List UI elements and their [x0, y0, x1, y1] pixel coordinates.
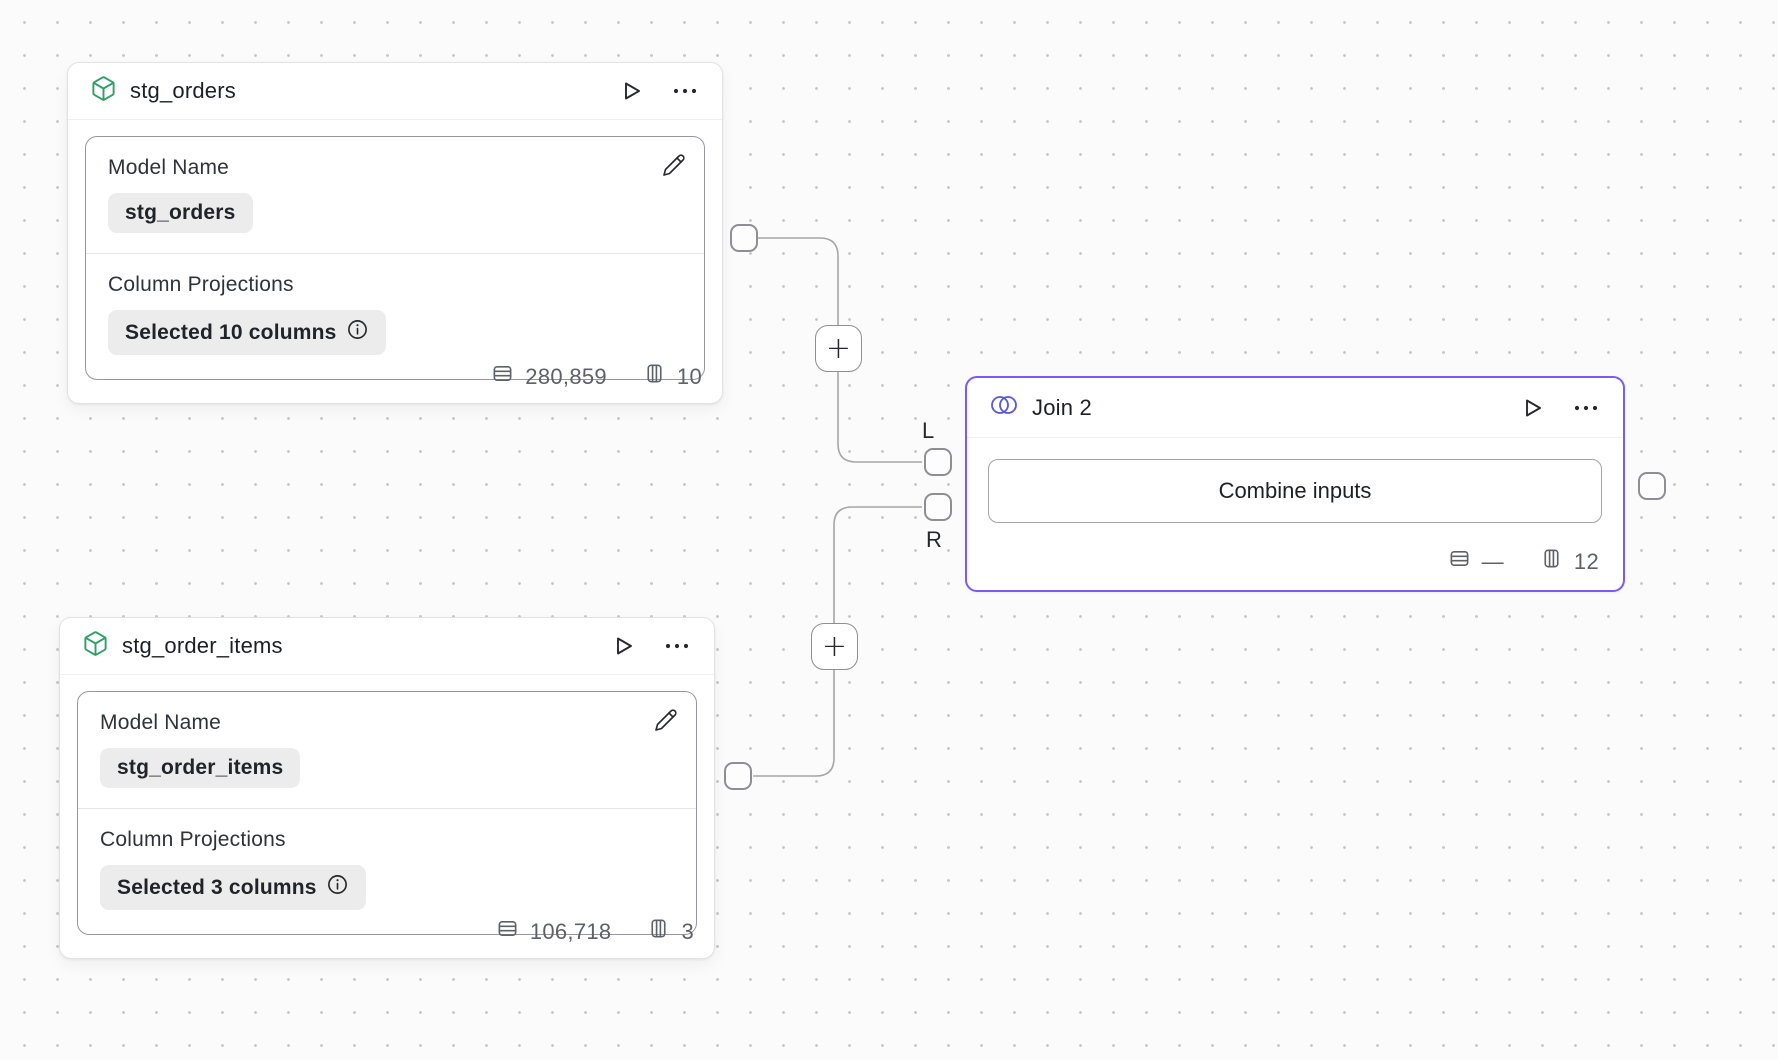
node-title: stg_orders — [130, 78, 236, 103]
model-name-label: Model Name — [100, 711, 222, 734]
model-name-chip[interactable]: stg_orders — [108, 193, 253, 233]
more-options-icon[interactable] — [672, 87, 698, 95]
output-port-join[interactable] — [1638, 472, 1666, 500]
node-join-2[interactable]: Join 2 Combine inputs — 12 — [965, 376, 1625, 592]
more-options-icon[interactable] — [664, 642, 690, 650]
divider — [78, 808, 696, 809]
model-cube-icon — [82, 630, 109, 662]
node-join-2-header: Join 2 — [967, 378, 1623, 438]
column-projections-value: Selected 10 columns — [125, 320, 337, 344]
node-stg-order-items-header: stg_order_items — [60, 618, 714, 675]
combine-inputs-button[interactable]: Combine inputs — [988, 459, 1602, 523]
model-name-label: Model Name — [108, 156, 230, 179]
node-config-card: Model Name stg_orders Column Projections… — [85, 136, 705, 380]
port-label-left: L — [922, 418, 935, 443]
column-count: 10 — [676, 363, 702, 389]
output-port-stg-order-items[interactable] — [724, 762, 752, 790]
row-count-icon — [496, 917, 519, 946]
node-stg-orders-header: stg_orders — [68, 63, 722, 120]
node-title: Join 2 — [1032, 394, 1092, 420]
column-projections-label: Column Projections — [108, 273, 294, 296]
edit-pencil-icon[interactable] — [662, 153, 686, 182]
join-venn-icon — [989, 392, 1019, 423]
run-node-button[interactable] — [1521, 396, 1545, 420]
node-stg-order-items[interactable]: stg_order_items Model Name stg_order_ite… — [59, 617, 715, 959]
node-title: stg_order_items — [122, 633, 283, 658]
row-count: — — [1481, 548, 1504, 574]
node-stg-orders[interactable]: stg_orders Model Name stg_orders — [67, 62, 723, 404]
column-count: 3 — [681, 918, 694, 944]
column-count-icon — [1540, 547, 1563, 576]
model-name-chip[interactable]: stg_order_items — [100, 748, 301, 788]
more-options-icon[interactable] — [1573, 404, 1599, 412]
input-port-join-left[interactable] — [924, 448, 952, 476]
output-port-stg-orders[interactable] — [730, 224, 758, 252]
model-name-value: stg_order_items — [117, 756, 284, 779]
node-stats: — 12 — [1448, 547, 1599, 576]
row-count: 280,859 — [525, 363, 607, 389]
column-projections-label: Column Projections — [100, 828, 286, 851]
column-projections-chip[interactable]: Selected 10 columns — [108, 310, 386, 355]
column-count-icon — [647, 917, 670, 946]
column-projections-chip[interactable]: Selected 3 columns — [100, 865, 366, 910]
run-node-button[interactable] — [620, 79, 644, 103]
port-label-right: R — [926, 527, 942, 552]
model-cube-icon — [90, 75, 117, 107]
info-icon[interactable] — [326, 873, 349, 902]
column-count-icon — [643, 362, 666, 391]
row-count: 106,718 — [529, 918, 612, 944]
input-port-join-right[interactable] — [924, 493, 952, 521]
edit-pencil-icon[interactable] — [654, 708, 678, 737]
row-count-icon — [491, 362, 514, 391]
column-projections-value: Selected 3 columns — [117, 875, 317, 899]
node-config-card: Model Name stg_order_items Column Projec… — [77, 691, 697, 935]
run-node-button[interactable] — [612, 634, 636, 658]
node-stats: 106,718 3 — [496, 917, 694, 946]
model-name-value: stg_orders — [125, 201, 236, 224]
row-count-icon — [1448, 547, 1471, 576]
info-icon[interactable] — [346, 318, 369, 347]
divider — [86, 253, 704, 254]
add-node-on-edge-button[interactable]: + — [815, 325, 862, 372]
column-count: 12 — [1573, 548, 1599, 574]
node-stats: 280,859 10 — [491, 362, 702, 391]
add-node-on-edge-button[interactable]: + — [811, 623, 858, 670]
